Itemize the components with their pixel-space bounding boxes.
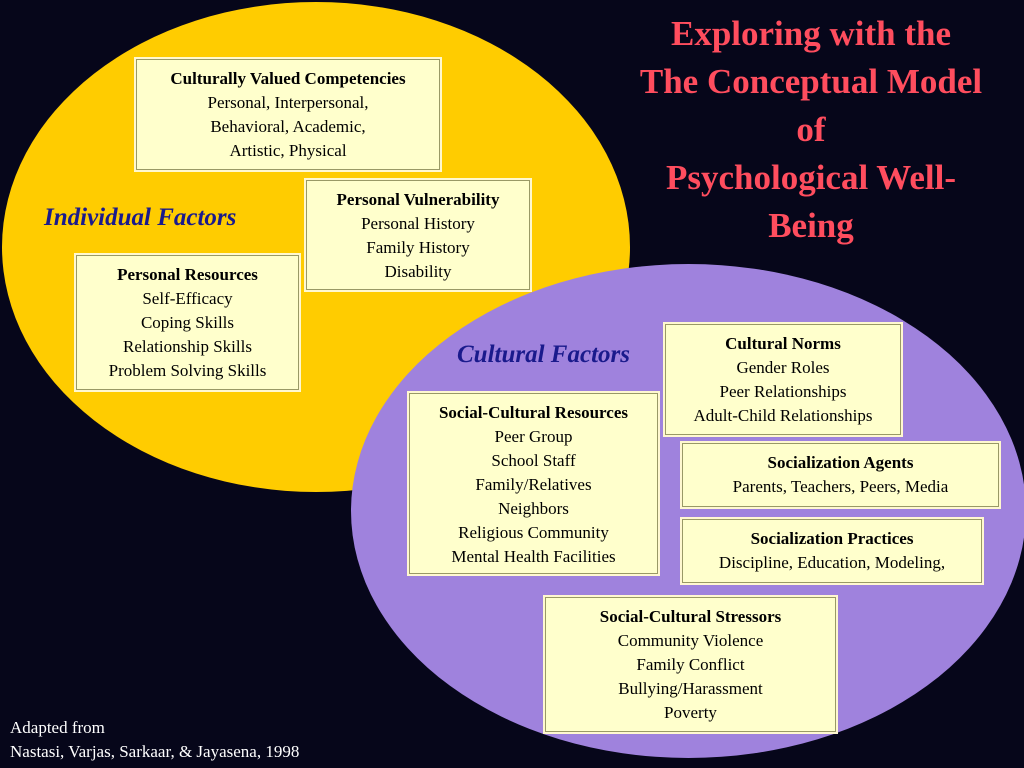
- slide-title: Exploring with the The Conceptual Model …: [606, 10, 1016, 250]
- box-item: Disability: [384, 262, 452, 281]
- box-heading: Social-Cultural Stressors: [599, 607, 782, 626]
- box-heading: Personal Resources: [117, 265, 258, 284]
- box-item: Religious Community: [458, 523, 609, 542]
- box-social-cultural-stressors: Social-Cultural Stressors Community Viol…: [545, 597, 836, 732]
- box-item: Parents, Teachers, Peers, Media: [732, 477, 949, 496]
- box-social-cultural-resources: Social-Cultural Resources Peer Group Sch…: [409, 393, 658, 574]
- box-item: Peer Group: [494, 427, 573, 446]
- box-item: Mental Health Facilities: [451, 547, 616, 566]
- box-heading: Culturally Valued Competencies: [170, 69, 406, 88]
- box-heading: Socialization Agents: [767, 453, 914, 472]
- box-item: Personal, Interpersonal,: [207, 93, 369, 112]
- box-heading: Socialization Practices: [750, 529, 914, 548]
- box-item: Behavioral, Academic,: [210, 117, 366, 136]
- box-item: Family/Relatives: [475, 475, 592, 494]
- box-item: Adult-Child Relationships: [693, 406, 873, 425]
- box-item: Coping Skills: [140, 313, 235, 332]
- box-heading: Personal Vulnerability: [336, 190, 500, 209]
- box-item: Community Violence: [617, 631, 764, 650]
- box-item: Problem Solving Skills: [108, 361, 267, 380]
- box-personal-vulnerability: Personal Vulnerability Personal History …: [306, 180, 530, 290]
- credit-line: Adapted from: [10, 718, 105, 737]
- box-personal-resources: Personal Resources Self-Efficacy Coping …: [76, 255, 299, 390]
- box-cultural-norms: Cultural Norms Gender Roles Peer Relatio…: [665, 324, 901, 435]
- box-heading: Cultural Norms: [725, 334, 841, 353]
- box-item: Poverty: [664, 703, 717, 722]
- box-item: Relationship Skills: [123, 337, 252, 356]
- title-line: Being: [768, 206, 854, 245]
- box-heading: Social-Cultural Resources: [438, 403, 629, 422]
- cultural-factors-label: Cultural Factors: [457, 341, 630, 368]
- title-line: of: [796, 110, 826, 149]
- box-item: Discipline, Education, Modeling,: [718, 553, 946, 572]
- box-socialization-practices: Socialization Practices Discipline, Educ…: [682, 519, 982, 583]
- source-credit: Adapted from Nastasi, Varjas, Sarkaar, &…: [10, 716, 299, 764]
- title-line: Exploring with the: [670, 14, 952, 53]
- box-culturally-valued-competencies: Culturally Valued Competencies Personal,…: [136, 59, 440, 170]
- box-item: Bullying/Harassment: [618, 679, 763, 698]
- box-item: School Staff: [491, 451, 576, 470]
- box-item: Artistic, Physical: [229, 141, 347, 160]
- box-item: Neighbors: [498, 499, 569, 518]
- box-item: Personal History: [361, 214, 475, 233]
- title-line: Psychological Well-: [665, 158, 957, 197]
- box-item: Peer Relationships: [719, 382, 847, 401]
- box-item: Gender Roles: [736, 358, 830, 377]
- box-socialization-agents: Socialization Agents Parents, Teachers, …: [682, 443, 999, 507]
- title-line: The Conceptual Model: [639, 62, 983, 101]
- box-item: Family History: [366, 238, 470, 257]
- individual-factors-label: Individual Factors: [44, 204, 237, 231]
- credit-line: Nastasi, Varjas, Sarkaar, & Jayasena, 19…: [10, 742, 300, 761]
- box-item: Self-Efficacy: [142, 289, 233, 308]
- box-item: Family Conflict: [636, 655, 745, 674]
